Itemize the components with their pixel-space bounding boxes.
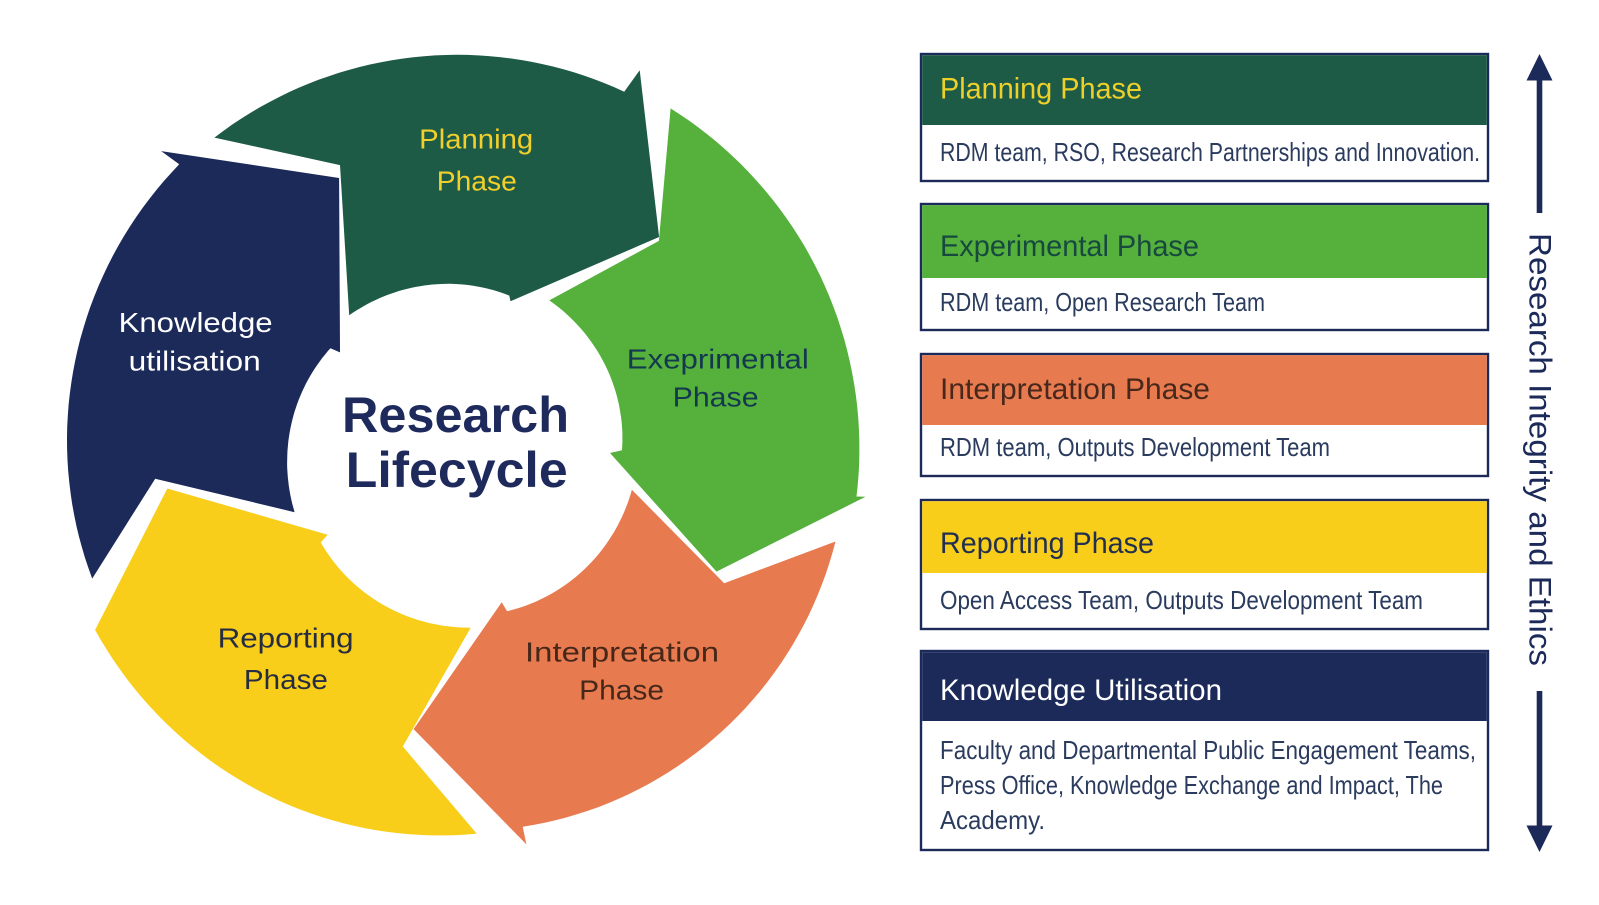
svg-text:Open Access Team, Outputs Deve: Open Access Team, Outputs Development Te… bbox=[940, 585, 1423, 615]
svg-text:Research Integrity and Ethics: Research Integrity and Ethics bbox=[1522, 233, 1558, 666]
svg-text:Planning Phase: Planning Phase bbox=[940, 73, 1142, 106]
svg-text:Reporting Phase: Reporting Phase bbox=[940, 527, 1154, 560]
svg-text:RDM team, Open Research Team: RDM team, Open Research Team bbox=[940, 287, 1265, 317]
svg-text:Reporting: Reporting bbox=[218, 623, 354, 654]
svg-text:Research: Research bbox=[342, 386, 569, 443]
svg-text:Interpretation: Interpretation bbox=[525, 636, 719, 667]
svg-text:Knowledge: Knowledge bbox=[119, 307, 273, 338]
svg-text:utilisation: utilisation bbox=[129, 345, 261, 376]
svg-text:Academy.: Academy. bbox=[940, 805, 1045, 835]
svg-text:Press Office, Knowledge Exchan: Press Office, Knowledge Exchange and Imp… bbox=[940, 770, 1443, 800]
svg-text:Phase: Phase bbox=[673, 382, 759, 413]
svg-text:Knowledge Utilisation: Knowledge Utilisation bbox=[940, 674, 1222, 707]
svg-text:RDM team, RSO, Research Partne: RDM team, RSO, Research Partnerships and… bbox=[940, 137, 1480, 167]
svg-text:Phase: Phase bbox=[244, 664, 328, 695]
svg-text:Lifecycle: Lifecycle bbox=[346, 441, 568, 498]
svg-text:Interpretation Phase: Interpretation Phase bbox=[940, 373, 1210, 406]
svg-text:Faculty and Departmental Publi: Faculty and Departmental Public Engageme… bbox=[940, 735, 1476, 765]
svg-text:Phase: Phase bbox=[579, 675, 664, 706]
svg-text:Planning: Planning bbox=[419, 124, 533, 155]
svg-text:Exeprimental: Exeprimental bbox=[627, 343, 809, 374]
svg-text:Experimental Phase: Experimental Phase bbox=[940, 230, 1199, 263]
svg-text:RDM team, Outputs Development: RDM team, Outputs Development Team bbox=[940, 432, 1330, 462]
svg-text:Phase: Phase bbox=[437, 166, 517, 197]
